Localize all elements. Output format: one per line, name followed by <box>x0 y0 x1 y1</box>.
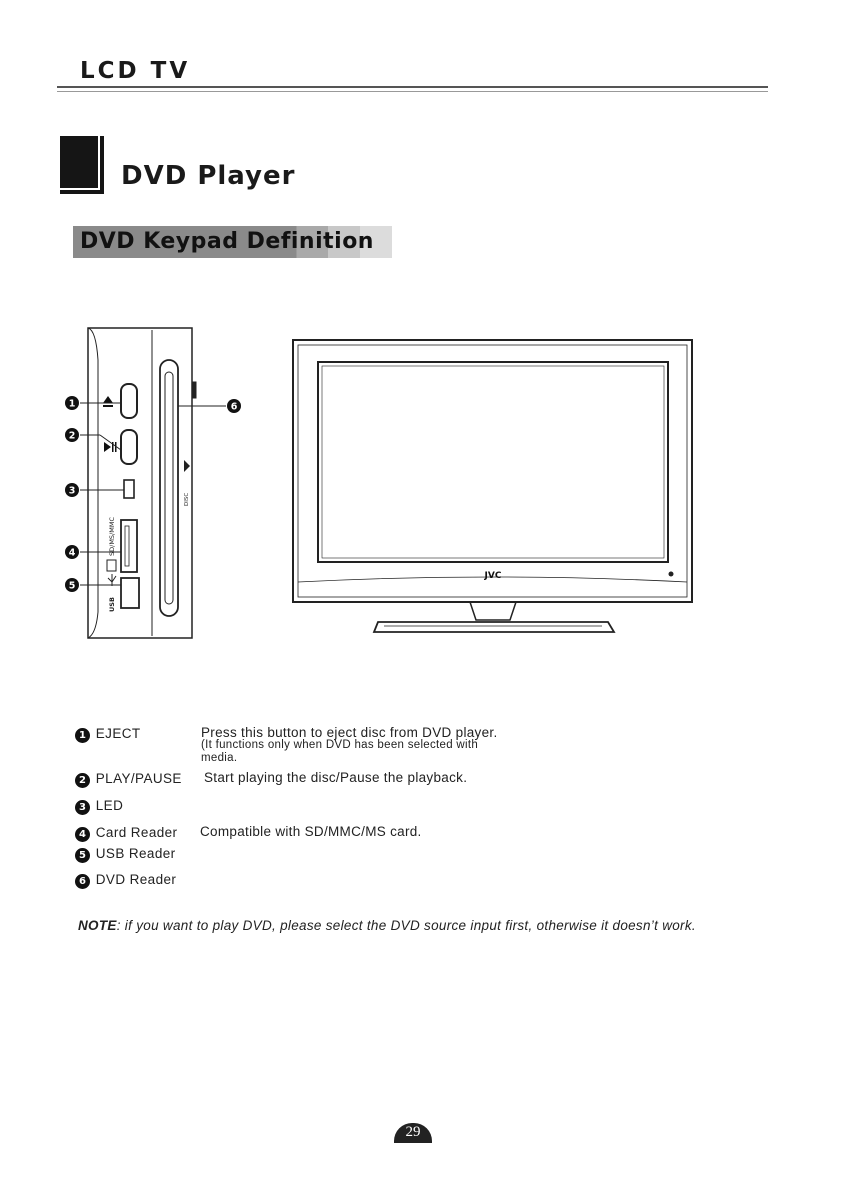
page-number-badge <box>394 1123 432 1143</box>
item-number: 1 <box>75 728 90 743</box>
item-label: Card Reader <box>95 825 178 840</box>
item-description: Compatible with SD/MMC/MS card. <box>200 824 422 839</box>
list-item-play-pause: 2 PLAY/PAUSE <box>75 771 182 788</box>
section-marker-bottom <box>60 190 104 194</box>
card-icon <box>106 559 117 572</box>
item-number: 6 <box>75 874 90 889</box>
svg-text:2: 2 <box>69 431 76 442</box>
list-item-card-reader: 4 Card Reader <box>75 825 177 842</box>
callout-3: 3 <box>65 483 79 497</box>
item-label: DVD Reader <box>95 872 177 887</box>
list-item-eject: 1 EJECT <box>75 726 141 743</box>
side-panel <box>87 327 197 639</box>
svg-text:6: 6 <box>231 402 238 413</box>
side-label-usb: USB <box>108 597 116 612</box>
item-label: USB Reader <box>95 846 176 861</box>
svg-text:3: 3 <box>69 486 76 497</box>
item-number: 3 <box>75 800 90 815</box>
subsection-banner <box>73 226 392 258</box>
callout-4: 4 <box>65 545 79 559</box>
page-number: 29 <box>405 1124 421 1140</box>
callout-5: 5 <box>65 578 79 592</box>
list-item-dvd-reader: 6 DVD Reader <box>75 872 176 889</box>
item-number: 4 <box>75 827 90 842</box>
callout-2: 2 <box>65 428 79 442</box>
svg-text:4: 4 <box>69 548 76 559</box>
callout-lines <box>80 402 226 586</box>
item-label: LED <box>95 798 124 813</box>
list-item-led: 3 LED <box>75 798 123 815</box>
item-note: (It functions only when DVD has been sel… <box>201 739 479 751</box>
svg-text:1: 1 <box>69 399 76 410</box>
keypad-diagram: SD/MS/MMC USB DISC 1 2 3 4 5 6 <box>65 327 693 639</box>
note: NOTE: if you want to play DVD, please se… <box>78 918 696 933</box>
side-label-card: SD/MS/MMC <box>108 517 116 556</box>
section-marker-edge <box>100 136 104 194</box>
item-label: EJECT <box>95 726 141 741</box>
subsection-title: DVD Keypad Definition <box>80 229 374 254</box>
eject-icon <box>103 396 113 407</box>
item-number: 5 <box>75 848 90 863</box>
header-rule <box>57 86 768 88</box>
usb-icon <box>107 574 117 586</box>
disc-arrow-icon <box>184 460 190 472</box>
item-label: PLAY/PAUSE <box>95 771 182 786</box>
side-label-disc: DISC <box>184 493 190 506</box>
item-note-cont: media. <box>201 752 238 764</box>
tv-front <box>292 339 693 633</box>
svg-text:5: 5 <box>69 581 76 592</box>
header-title: LCD TV <box>80 58 191 84</box>
tv-brand-logo: JVC <box>484 571 502 581</box>
note-prefix: NOTE <box>78 918 117 933</box>
item-description: Press this button to eject disc from DVD… <box>201 725 498 740</box>
play-pause-icon <box>104 442 117 452</box>
header-rule-thin <box>57 91 768 92</box>
callout-6: 6 <box>227 399 241 413</box>
section-title: DVD Player <box>121 161 296 191</box>
item-number: 2 <box>75 773 90 788</box>
list-item-usb-reader: 5 USB Reader <box>75 846 176 863</box>
note-text: : if you want to play DVD, please select… <box>116 918 696 933</box>
callout-1: 1 <box>65 396 79 410</box>
item-description: Start playing the disc/Pause the playbac… <box>204 770 468 785</box>
section-marker-block <box>60 136 98 188</box>
